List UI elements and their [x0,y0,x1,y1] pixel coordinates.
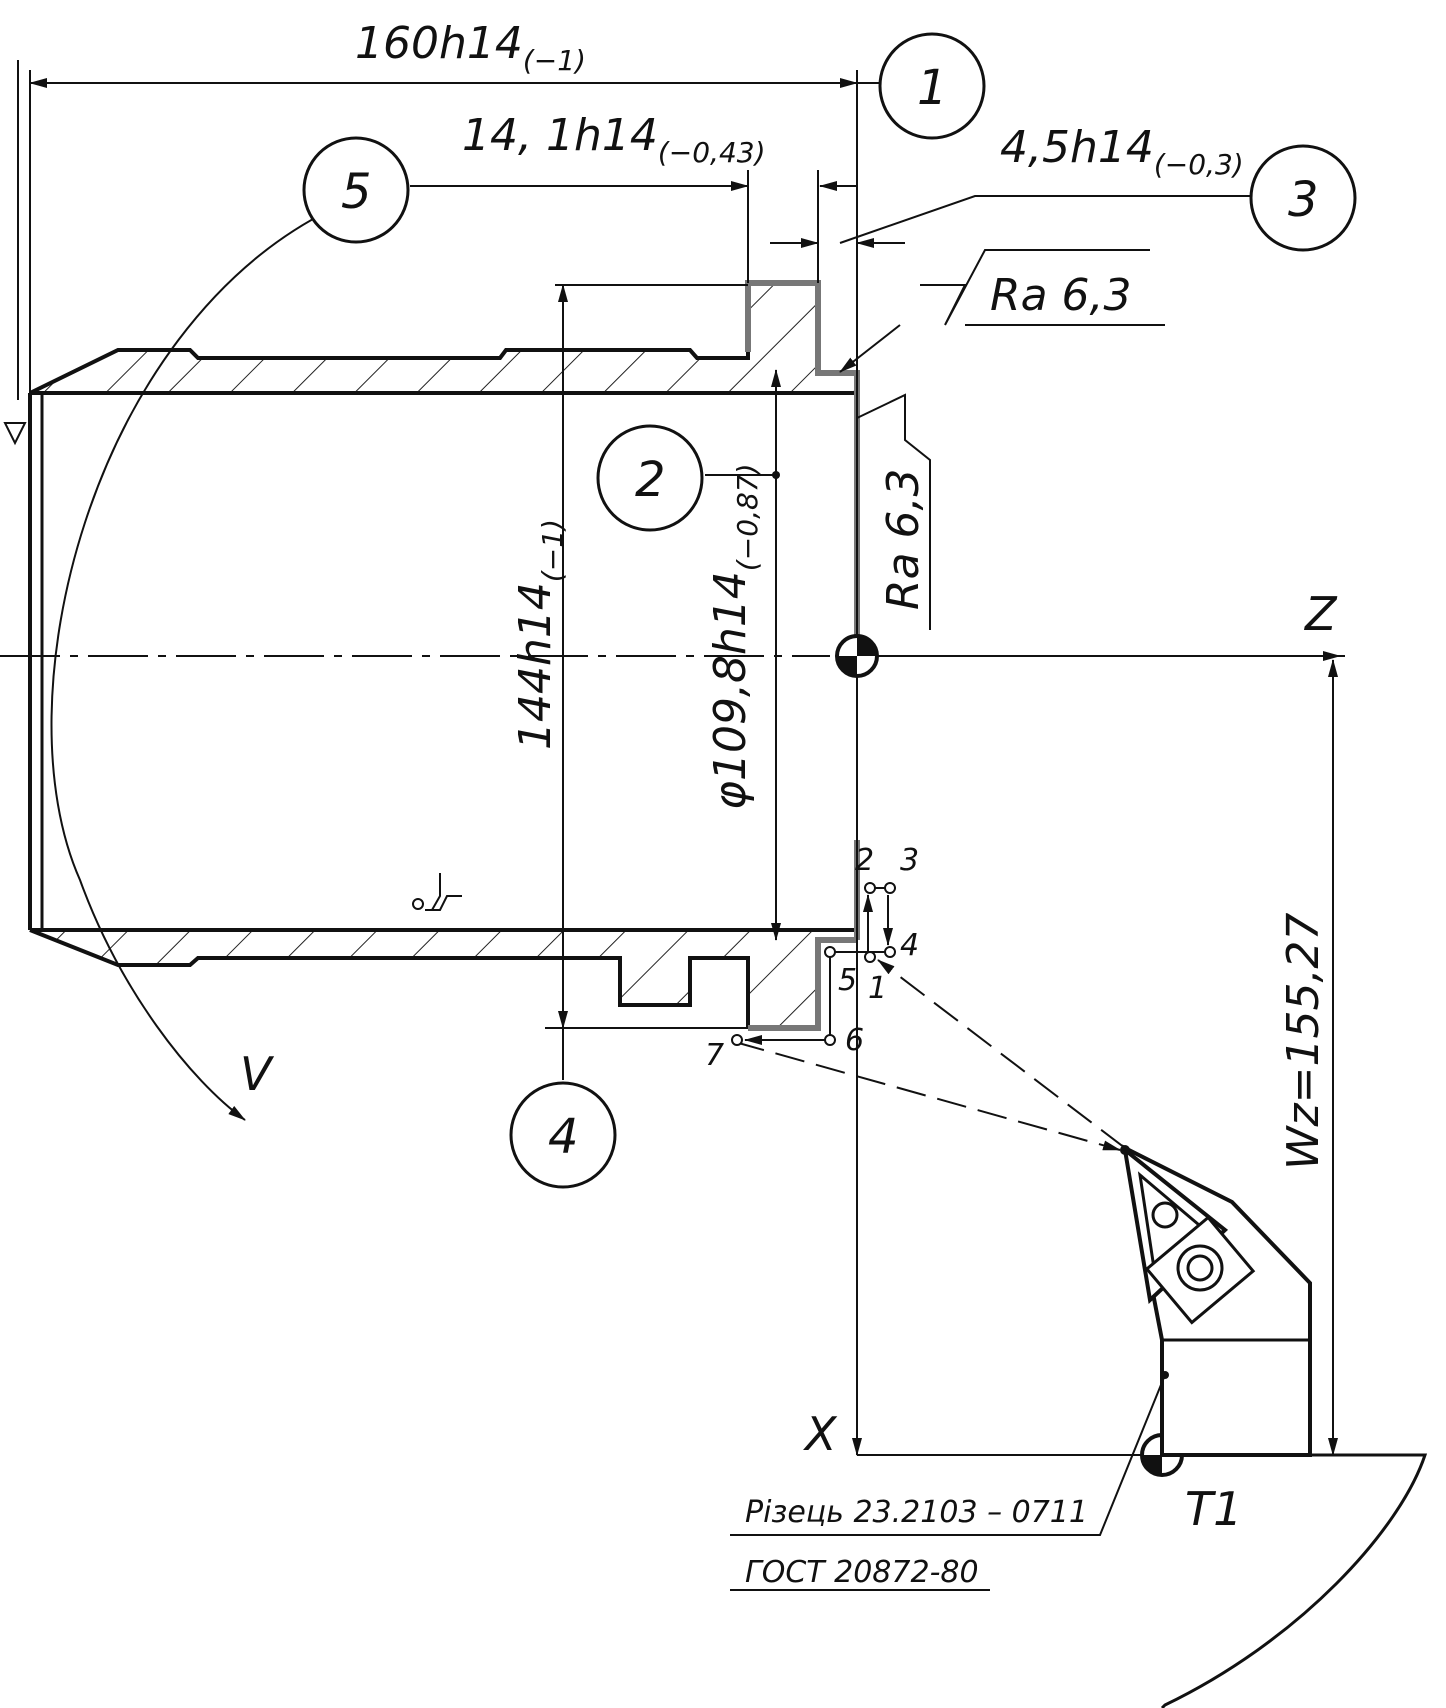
tool-path: 1 2 3 4 5 6 7 [705,843,1126,1151]
tool-clamp-screw-outer [1176,1244,1224,1292]
dim-length-value: 160h14 [355,18,523,69]
dim-groove-tol: (−0,43) [658,136,766,169]
path-label-1: 1 [868,971,887,1006]
callout-1-label: 1 [917,60,948,116]
path-point-7 [731,1034,743,1046]
tool-label-leader [730,1374,1166,1536]
v-label: V [240,1047,275,1101]
dim-groove-label: 14, 1h14(−0,43) [462,110,766,169]
callout-3-label: 3 [1288,172,1319,228]
axis-labels: Z X V [240,587,1338,1477]
cutting-tool: Різець 23.2103 – 0711 ГОСТ 20872-80 T1 [730,1144,1428,1708]
dim-inner-dia-dot [772,471,780,479]
upper-wall-hatch [30,283,857,393]
part-zero-icon [835,634,879,678]
roughness-step-label: Ra 6,3 [990,270,1132,321]
lower-roughness-circle [412,898,424,910]
tool-insert-hole [1151,1201,1179,1229]
tool-clamp-screw-inner [1186,1254,1214,1282]
x-axis-label: X [803,1407,838,1461]
lower-roughness-mark [425,873,462,911]
turret-outline [1160,1453,1428,1708]
tool-standard: ГОСТ 20872-80 [745,1555,979,1590]
tool-tip-dot [1120,1145,1130,1155]
roughness-face-symbol [856,393,931,630]
z-axis-label: Z [1303,587,1338,641]
callout-2-circle [596,424,704,532]
dim-inner-dia-value: φ109,8h14 [705,571,756,810]
tool-clamp [1144,1215,1256,1325]
path-point-1 [864,951,876,963]
dim-outer-dia-tol: (−1) [536,519,569,582]
lower-wall-hatch [30,930,857,1028]
callout-5-circle [302,136,410,244]
path-point-2 [864,882,876,894]
lower-outer-contour [29,928,750,1028]
path-label-4: 4 [900,928,919,963]
path-point-5 [824,946,836,958]
tool-name: Різець 23.2103 – 0711 [745,1495,1088,1530]
path-point-3 [884,882,896,894]
roughness-step-leader [839,324,901,373]
path-tool-1 [877,959,1126,1149]
callout-4-circle [509,1081,617,1189]
dim-outer-dia-value: 144h14 [510,582,561,750]
path-label-5: 5 [838,963,857,998]
left-roughness-mark [3,422,27,446]
dim-wz-label: Wz=155,27 [1278,913,1329,1170]
path-label-6: 6 [845,1023,864,1058]
path-label-7: 7 [705,1038,724,1073]
roughness-step-symbol [920,249,1150,326]
dim-groove-value: 14, 1h14 [462,110,658,161]
dim-step-value: 4,5h14 [1000,122,1154,173]
path-label-3: 3 [900,843,919,878]
machined-profile-step-lower [748,937,857,1031]
dim-outer-dia-label: 144h14(−1) [510,519,569,750]
dim-inner-dia-tol: (−0,87) [731,463,764,571]
callout-4-label: 4 [548,1109,579,1165]
dim-length-tol: (−1) [523,44,586,77]
callout-5-label: 5 [341,164,372,220]
dim-length-label: 160h14(−1) [355,18,586,77]
tool-id: T1 [1185,1482,1242,1536]
dimension-lines [29,70,1345,1456]
roughness-face-label: Ra 6,3 [878,469,929,611]
dim-step-tol: (−0,3) [1154,148,1244,181]
dimension-texts: 160h14(−1) 14, 1h14(−0,43) 4,5h14(−0,3) … [355,18,1329,1170]
callout-1-circle [878,32,986,140]
tool-label-dot [1161,1371,1169,1379]
callout-2-label: 2 [635,452,666,508]
callout-3-circle [1249,144,1357,252]
path-point-6 [824,1034,836,1046]
workpiece [0,60,860,1121]
dim-step-label: 4,5h14(−0,3) [1000,122,1244,181]
rotation-arc [50,209,331,1121]
path-7-tool [734,1041,1121,1151]
dim-inner-dia-label: φ109,8h14(−0,87) [705,463,764,810]
path-point-4 [884,946,896,958]
dim-step-leader [839,195,1250,244]
callouts: 1 5 3 2 4 [302,32,1357,1189]
path-label-2: 2 [855,843,874,878]
roughness-symbols: Ra 6,3 Ra 6,3 [839,249,1165,630]
